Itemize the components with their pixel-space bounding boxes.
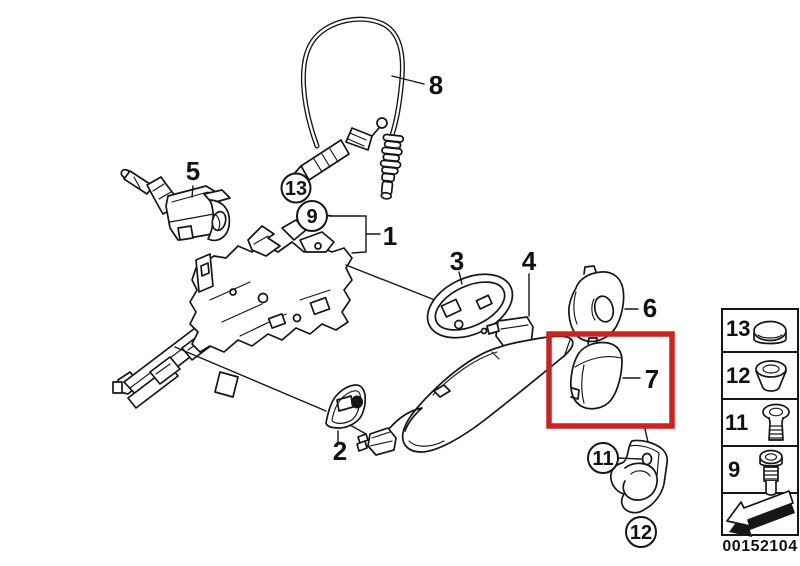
blind-plug-icon	[755, 360, 787, 392]
sealing-grommet-icon	[753, 320, 787, 345]
part-drawing-connector	[356, 407, 423, 456]
label-4-text: 4	[522, 246, 537, 276]
diagram-code: 00152104	[722, 538, 797, 555]
legend-11-text: 11	[725, 410, 748, 435]
callout-9[interactable]: 9	[296, 200, 333, 232]
fillister-head-screw-icon	[759, 449, 783, 496]
part-drawing-lock-cylinder	[120, 168, 231, 242]
callout-11[interactable]: 11	[587, 442, 642, 474]
countersunk-screw-icon	[762, 403, 790, 441]
highlight-box	[546, 331, 675, 429]
part-label-6[interactable]: 6	[624, 293, 657, 323]
legend-table: 13 12 11	[721, 308, 799, 555]
part-drawing-bracket	[610, 439, 669, 514]
label-3-text: 3	[450, 246, 464, 276]
part-drawing-cable	[292, 16, 405, 200]
part-label-8[interactable]: 8	[391, 70, 443, 100]
callout-13-text: 13	[285, 178, 307, 200]
label-1-text: 1	[383, 221, 397, 251]
label-5-text: 5	[186, 156, 200, 186]
part-label-5[interactable]: 5	[186, 156, 200, 198]
part-drawing-handle	[401, 316, 574, 453]
part-label-4[interactable]: 4	[522, 246, 537, 317]
part-drawing-gasket-outer	[426, 273, 514, 339]
legend-row-9[interactable]: 9	[728, 449, 783, 496]
label-8-text: 8	[429, 70, 443, 100]
part-label-2[interactable]: 2	[333, 430, 347, 466]
callout-9-text: 9	[306, 206, 317, 228]
part-drawing-cap[interactable]	[569, 337, 623, 410]
callout-11-text: 11	[592, 448, 613, 470]
part-drawing-cover	[568, 265, 625, 343]
callout-12[interactable]: 12	[625, 516, 657, 548]
label-6-text: 6	[643, 293, 657, 323]
label-7-text: 7	[645, 364, 659, 394]
legend-12-text: 12	[726, 363, 750, 388]
direction-arrow-icon	[726, 490, 795, 537]
part-label-7[interactable]: 7	[622, 364, 659, 394]
legend-row-12[interactable]: 12	[726, 360, 787, 392]
leader-highlight-to-bracket	[644, 428, 649, 443]
part-label-1[interactable]: 1	[328, 215, 397, 254]
legend-9-text: 9	[728, 457, 740, 482]
part-label-3[interactable]: 3	[450, 246, 464, 285]
legend-row-11[interactable]: 11	[725, 403, 790, 441]
part-drawing-gasket-inner	[325, 384, 367, 435]
legend-13-text: 13	[726, 316, 750, 341]
label-2-text: 2	[333, 436, 347, 466]
part-drawing-lock-mechanism	[112, 219, 353, 409]
callout-13[interactable]: 13	[280, 172, 312, 204]
callout-12-text: 12	[630, 522, 652, 544]
legend-row-13[interactable]: 13	[726, 316, 787, 345]
leader-line-axis-1	[345, 264, 451, 307]
leader-line-to-gasket2	[174, 346, 327, 412]
